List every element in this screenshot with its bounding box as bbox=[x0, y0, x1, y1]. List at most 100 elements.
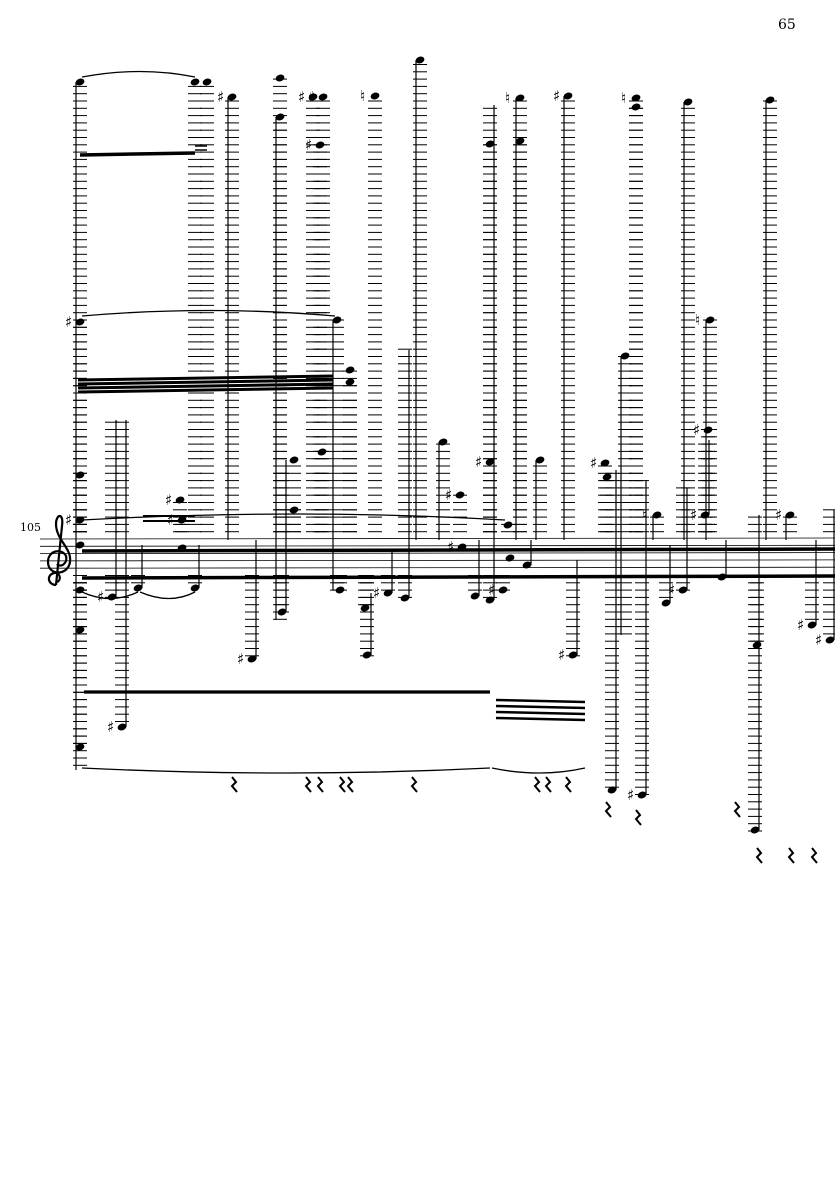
notehead bbox=[275, 74, 285, 82]
notehead bbox=[133, 584, 143, 592]
sharp-icon: ♯ bbox=[97, 588, 104, 606]
staff-line bbox=[39, 544, 835, 547]
sharp-icon: ♯ bbox=[627, 786, 634, 804]
notehead bbox=[318, 93, 328, 101]
quarter-rest-icon bbox=[230, 776, 238, 793]
notehead bbox=[75, 541, 85, 549]
sharp-icon: ♯ bbox=[775, 506, 782, 524]
quarter-rest-icon bbox=[544, 776, 552, 793]
quarter-rest-icon bbox=[533, 776, 541, 793]
notehead bbox=[308, 93, 318, 101]
notehead bbox=[503, 521, 513, 529]
notehead bbox=[455, 491, 465, 499]
slur bbox=[81, 767, 491, 774]
notehead bbox=[765, 96, 775, 104]
notehead bbox=[652, 511, 662, 519]
sharp-icon: ♯ bbox=[373, 584, 380, 602]
quarter-rest-icon bbox=[410, 776, 418, 793]
beam bbox=[495, 710, 586, 716]
slur bbox=[81, 309, 336, 317]
notehead bbox=[678, 586, 688, 594]
notehead bbox=[175, 496, 185, 504]
natural-icon: ♮ bbox=[642, 506, 647, 524]
notehead bbox=[470, 592, 480, 600]
sharp-icon: ♯ bbox=[308, 88, 315, 106]
notehead bbox=[202, 78, 212, 86]
beam bbox=[79, 151, 196, 157]
beam bbox=[77, 382, 334, 390]
quarter-rest-icon bbox=[316, 776, 324, 793]
sharp-icon: ♯ bbox=[488, 581, 495, 599]
quarter-rest-icon bbox=[787, 847, 795, 864]
notehead bbox=[75, 743, 85, 751]
notehead bbox=[607, 786, 617, 794]
notehead bbox=[317, 448, 327, 456]
notehead bbox=[75, 471, 85, 479]
notehead bbox=[75, 78, 85, 86]
notehead bbox=[289, 456, 299, 464]
beam bbox=[77, 386, 334, 394]
quarter-rest-icon bbox=[338, 776, 346, 793]
notehead bbox=[825, 636, 835, 644]
notehead bbox=[227, 93, 237, 101]
notehead bbox=[400, 594, 410, 602]
sharp-icon: ♯ bbox=[558, 646, 565, 664]
staff-line bbox=[39, 552, 835, 554]
notehead bbox=[370, 92, 380, 100]
notehead bbox=[600, 459, 610, 467]
notehead bbox=[750, 826, 760, 834]
slur bbox=[491, 767, 586, 774]
beam bbox=[495, 698, 586, 704]
staff-line bbox=[39, 537, 835, 540]
notehead bbox=[75, 626, 85, 634]
sharp-icon: ♯ bbox=[690, 506, 697, 524]
treble-clef-icon bbox=[46, 514, 72, 587]
notehead bbox=[345, 366, 355, 374]
page-number: 65 bbox=[778, 17, 796, 33]
notehead bbox=[415, 56, 425, 64]
notehead bbox=[362, 651, 372, 659]
notehead bbox=[360, 604, 370, 612]
sharp-icon: ♯ bbox=[165, 491, 172, 509]
notehead bbox=[515, 137, 525, 145]
notehead bbox=[117, 723, 127, 731]
quarter-rest-icon bbox=[733, 801, 741, 818]
quarter-rest-icon bbox=[810, 847, 818, 864]
beam bbox=[77, 374, 334, 382]
slur bbox=[81, 70, 196, 78]
sharp-icon: ♯ bbox=[668, 581, 675, 599]
slur bbox=[81, 513, 506, 521]
notehead bbox=[661, 599, 671, 607]
notehead bbox=[631, 94, 641, 102]
sharp-icon: ♯ bbox=[237, 650, 244, 668]
notehead bbox=[485, 596, 495, 604]
notehead bbox=[631, 103, 641, 111]
notehead bbox=[247, 655, 257, 663]
notehead bbox=[75, 318, 85, 326]
beam bbox=[495, 704, 586, 710]
quarter-rest-icon bbox=[604, 801, 612, 818]
notehead bbox=[535, 456, 545, 464]
notehead bbox=[485, 458, 495, 466]
notehead bbox=[602, 473, 612, 481]
sharp-icon: ♯ bbox=[65, 511, 72, 529]
notehead bbox=[505, 554, 515, 562]
quarter-rest-icon bbox=[634, 809, 642, 826]
sharp-icon: ♯ bbox=[475, 453, 482, 471]
natural-icon: ♮ bbox=[360, 87, 365, 105]
notehead bbox=[498, 586, 508, 594]
notehead bbox=[563, 92, 573, 100]
notehead bbox=[807, 621, 817, 629]
sharp-icon: ♯ bbox=[553, 87, 560, 105]
sharp-icon: ♯ bbox=[217, 88, 224, 106]
notehead bbox=[345, 378, 355, 386]
sharp-icon: ♯ bbox=[298, 88, 305, 106]
notehead bbox=[522, 561, 532, 569]
natural-icon: ♮ bbox=[695, 311, 700, 329]
notehead bbox=[637, 791, 647, 799]
rests bbox=[230, 776, 818, 864]
notehead bbox=[683, 98, 693, 106]
sharp-icon: ♯ bbox=[305, 136, 312, 154]
measure-number: 105 bbox=[20, 521, 41, 534]
